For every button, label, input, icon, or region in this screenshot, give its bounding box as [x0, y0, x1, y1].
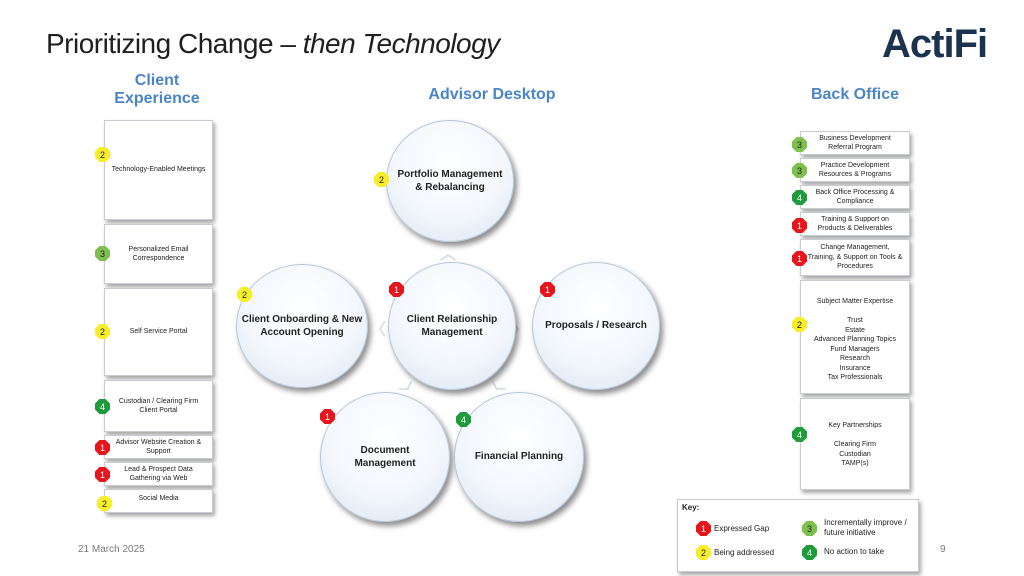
- sme-list-item: Trust: [847, 317, 863, 325]
- status-badge: 1: [540, 282, 555, 297]
- key-badge-being-addressed: 2: [696, 545, 711, 560]
- client-item-website: Advisor Website Creation & Support: [104, 435, 213, 459]
- sme-list-item: Estate: [845, 326, 865, 334]
- circle-label: Proposals / Research: [545, 320, 647, 332]
- circle-label: Client Relationship Management: [406, 313, 498, 339]
- actifi-logo: ActiFi: [882, 22, 989, 67]
- title-main: Prioritizing Change –: [46, 28, 303, 59]
- back-item-training: Training & Support on Products & Deliver…: [800, 212, 910, 236]
- circle-label: Document Management: [354, 444, 416, 470]
- status-badge: 3: [792, 137, 807, 152]
- circle-financial-planning: Financial Planning: [454, 392, 584, 522]
- key-title: Key:: [682, 503, 700, 512]
- circle-document-management: Document Management: [320, 392, 450, 522]
- status-badge: 1: [95, 440, 110, 455]
- header-advisor-desktop: Advisor Desktop: [428, 86, 556, 103]
- partnership-list-item: TAMP(s): [841, 460, 869, 468]
- partnership-list-item: Custodian: [839, 450, 871, 458]
- circle-label: Client Onboarding & New Account Opening: [241, 313, 363, 339]
- status-badge: 2: [237, 287, 252, 302]
- status-badge: 4: [95, 399, 110, 414]
- status-badge: 1: [320, 409, 335, 424]
- partnership-list-item: Clearing Firm: [833, 441, 876, 449]
- sme-list-item: Insurance: [839, 364, 871, 372]
- key-badge-no-action: 4: [802, 545, 817, 560]
- circle-label: Financial Planning: [474, 451, 564, 463]
- client-item-custodian-portal: Custodian / Clearing Firm Client Portal: [104, 380, 213, 432]
- connector-arrow-left: 〈: [370, 322, 387, 339]
- client-item-social: Social Media: [104, 489, 213, 513]
- key-label-no-action: No action to take: [824, 547, 885, 556]
- status-badge: 2: [95, 324, 110, 339]
- header-back-office: Back Office: [810, 86, 900, 103]
- status-badge: 4: [456, 412, 471, 427]
- key-badge-expressed-gap: 1: [696, 521, 711, 536]
- circle-proposals: Proposals / Research: [532, 262, 660, 390]
- status-badge: 4: [792, 427, 807, 442]
- status-badge: 1: [792, 218, 807, 233]
- status-badge: 1: [95, 467, 110, 482]
- status-badge: 2: [792, 317, 807, 332]
- status-badge: 2: [97, 496, 112, 511]
- connector-arrow-up: ︿: [440, 246, 457, 263]
- page-number: 9: [940, 544, 946, 555]
- status-badge: 4: [792, 190, 807, 205]
- sme-title: Subject Matter Expertise: [816, 298, 894, 305]
- status-badge: 3: [792, 163, 807, 178]
- logo-part2: Fi: [953, 22, 989, 66]
- client-item-meetings: Technology-Enabled Meetings: [104, 120, 213, 220]
- back-item-processing: Back Office Processing & Compliance: [800, 185, 910, 209]
- header-client-experience: Client Experience: [114, 72, 200, 107]
- key-label-expressed-gap: Expressed Gap: [714, 524, 770, 533]
- sme-list-item: Research: [840, 355, 870, 363]
- page-title: Prioritizing Change – then Technology: [46, 28, 500, 60]
- status-badge: 3: [95, 246, 110, 261]
- logo-part1: Acti: [882, 22, 955, 66]
- client-item-email: Personalized Email Correspondence: [104, 224, 213, 284]
- circle-portfolio-management: Portfolio Management & Rebalancing: [386, 120, 514, 242]
- circle-client-onboarding: Client Onboarding & New Account Opening: [236, 264, 368, 388]
- status-badge: 2: [374, 172, 389, 187]
- partnerships-title: Key Partnerships: [828, 422, 882, 429]
- status-badge: 1: [792, 251, 807, 266]
- client-item-lead-gathering: Lead & Prospect Data Gathering via Web: [104, 462, 213, 486]
- title-italic: then Technology: [302, 28, 500, 59]
- footer-date: 21 March 2025: [78, 544, 145, 555]
- sme-list-item: Fund Managers: [830, 345, 880, 353]
- sme-list-item: Advanced Planning Topics: [814, 336, 896, 344]
- client-item-portal: Self Service Portal: [104, 288, 213, 376]
- key-label-being-addressed: Being addressed: [714, 548, 775, 557]
- back-item-referral: Business Development Referral Program: [800, 131, 910, 155]
- key-label-incremental: Incrementally improve / future initiativ…: [824, 518, 907, 538]
- connector-arrow-right: 〉: [512, 322, 529, 339]
- status-badge: 1: [389, 282, 404, 297]
- sme-list-item: Tax Professionals: [827, 374, 883, 382]
- key-badge-incremental: 3: [802, 521, 817, 536]
- back-item-practice-development: Practice Development Resources & Program…: [800, 158, 910, 182]
- circle-crm: Client Relationship Management: [388, 262, 516, 390]
- legend-key: Key: 1 Expressed Gap 2 Being addressed 3…: [677, 499, 919, 572]
- circle-label: Portfolio Management & Rebalancing: [397, 168, 503, 194]
- status-badge: 2: [95, 147, 110, 162]
- back-item-change-management: Change Management, Training, & Support o…: [800, 239, 910, 276]
